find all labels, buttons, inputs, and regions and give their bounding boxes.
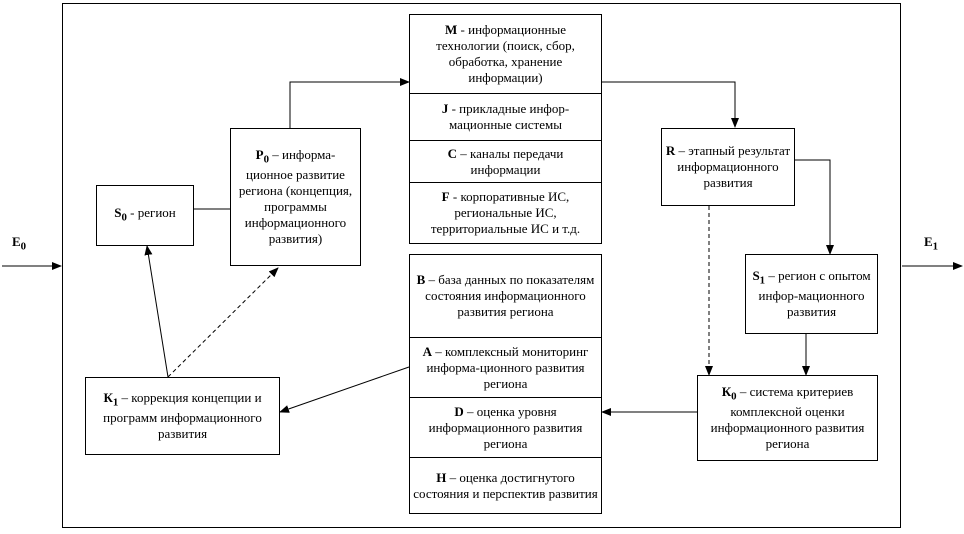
system-boundary xyxy=(62,3,901,528)
s0-box: S0 - регион xyxy=(96,185,194,246)
stack-cell-f: F - корпоративные ИС, региональные ИС, т… xyxy=(410,182,601,243)
monitoring-stack: B – база данных по показателям состояния… xyxy=(409,254,602,514)
e0-label: E0 xyxy=(12,234,27,253)
stack-cell-d: D – оценка уровня информационного развит… xyxy=(410,397,601,457)
stack-cell-b: B – база данных по показателям состояния… xyxy=(416,272,595,319)
k1-to-p0-dashed-arrow xyxy=(167,267,279,378)
r-box: R – этапный результат информационного ра… xyxy=(661,128,795,206)
stack-cell-c: C – каналы передачи информации xyxy=(410,140,601,182)
k1-box: К1 – коррекция концепции и программ инфо… xyxy=(85,377,280,455)
p0-to-m-arrow xyxy=(289,78,410,128)
s1-box: S1 – регион с опытом инфор-мационного ра… xyxy=(745,254,878,334)
it-components-stack: M - информационные технологии (поиск, сб… xyxy=(409,14,602,244)
e1-label: E1 xyxy=(924,234,939,253)
stack-cell-a: A – комплексный мониторинг информа-ционн… xyxy=(410,337,601,397)
k0-box: К0 – система критериев комплексной оценк… xyxy=(697,375,878,461)
p0-box: P0 – информа-ционное развитие региона (к… xyxy=(230,128,361,266)
a-to-k1-arrow xyxy=(279,366,410,413)
r-to-s1-arrow xyxy=(795,159,834,255)
m-to-r-arrow xyxy=(601,81,739,128)
stack-cell-h: H – оценка достигнутого состояния и перс… xyxy=(410,457,601,513)
stack-cell-j: J - прикладные инфор-мационные системы xyxy=(410,93,601,140)
k1-to-s0-arrow xyxy=(144,245,169,378)
stack-cell-m: M - информационные технологии (поиск, сб… xyxy=(436,22,575,85)
